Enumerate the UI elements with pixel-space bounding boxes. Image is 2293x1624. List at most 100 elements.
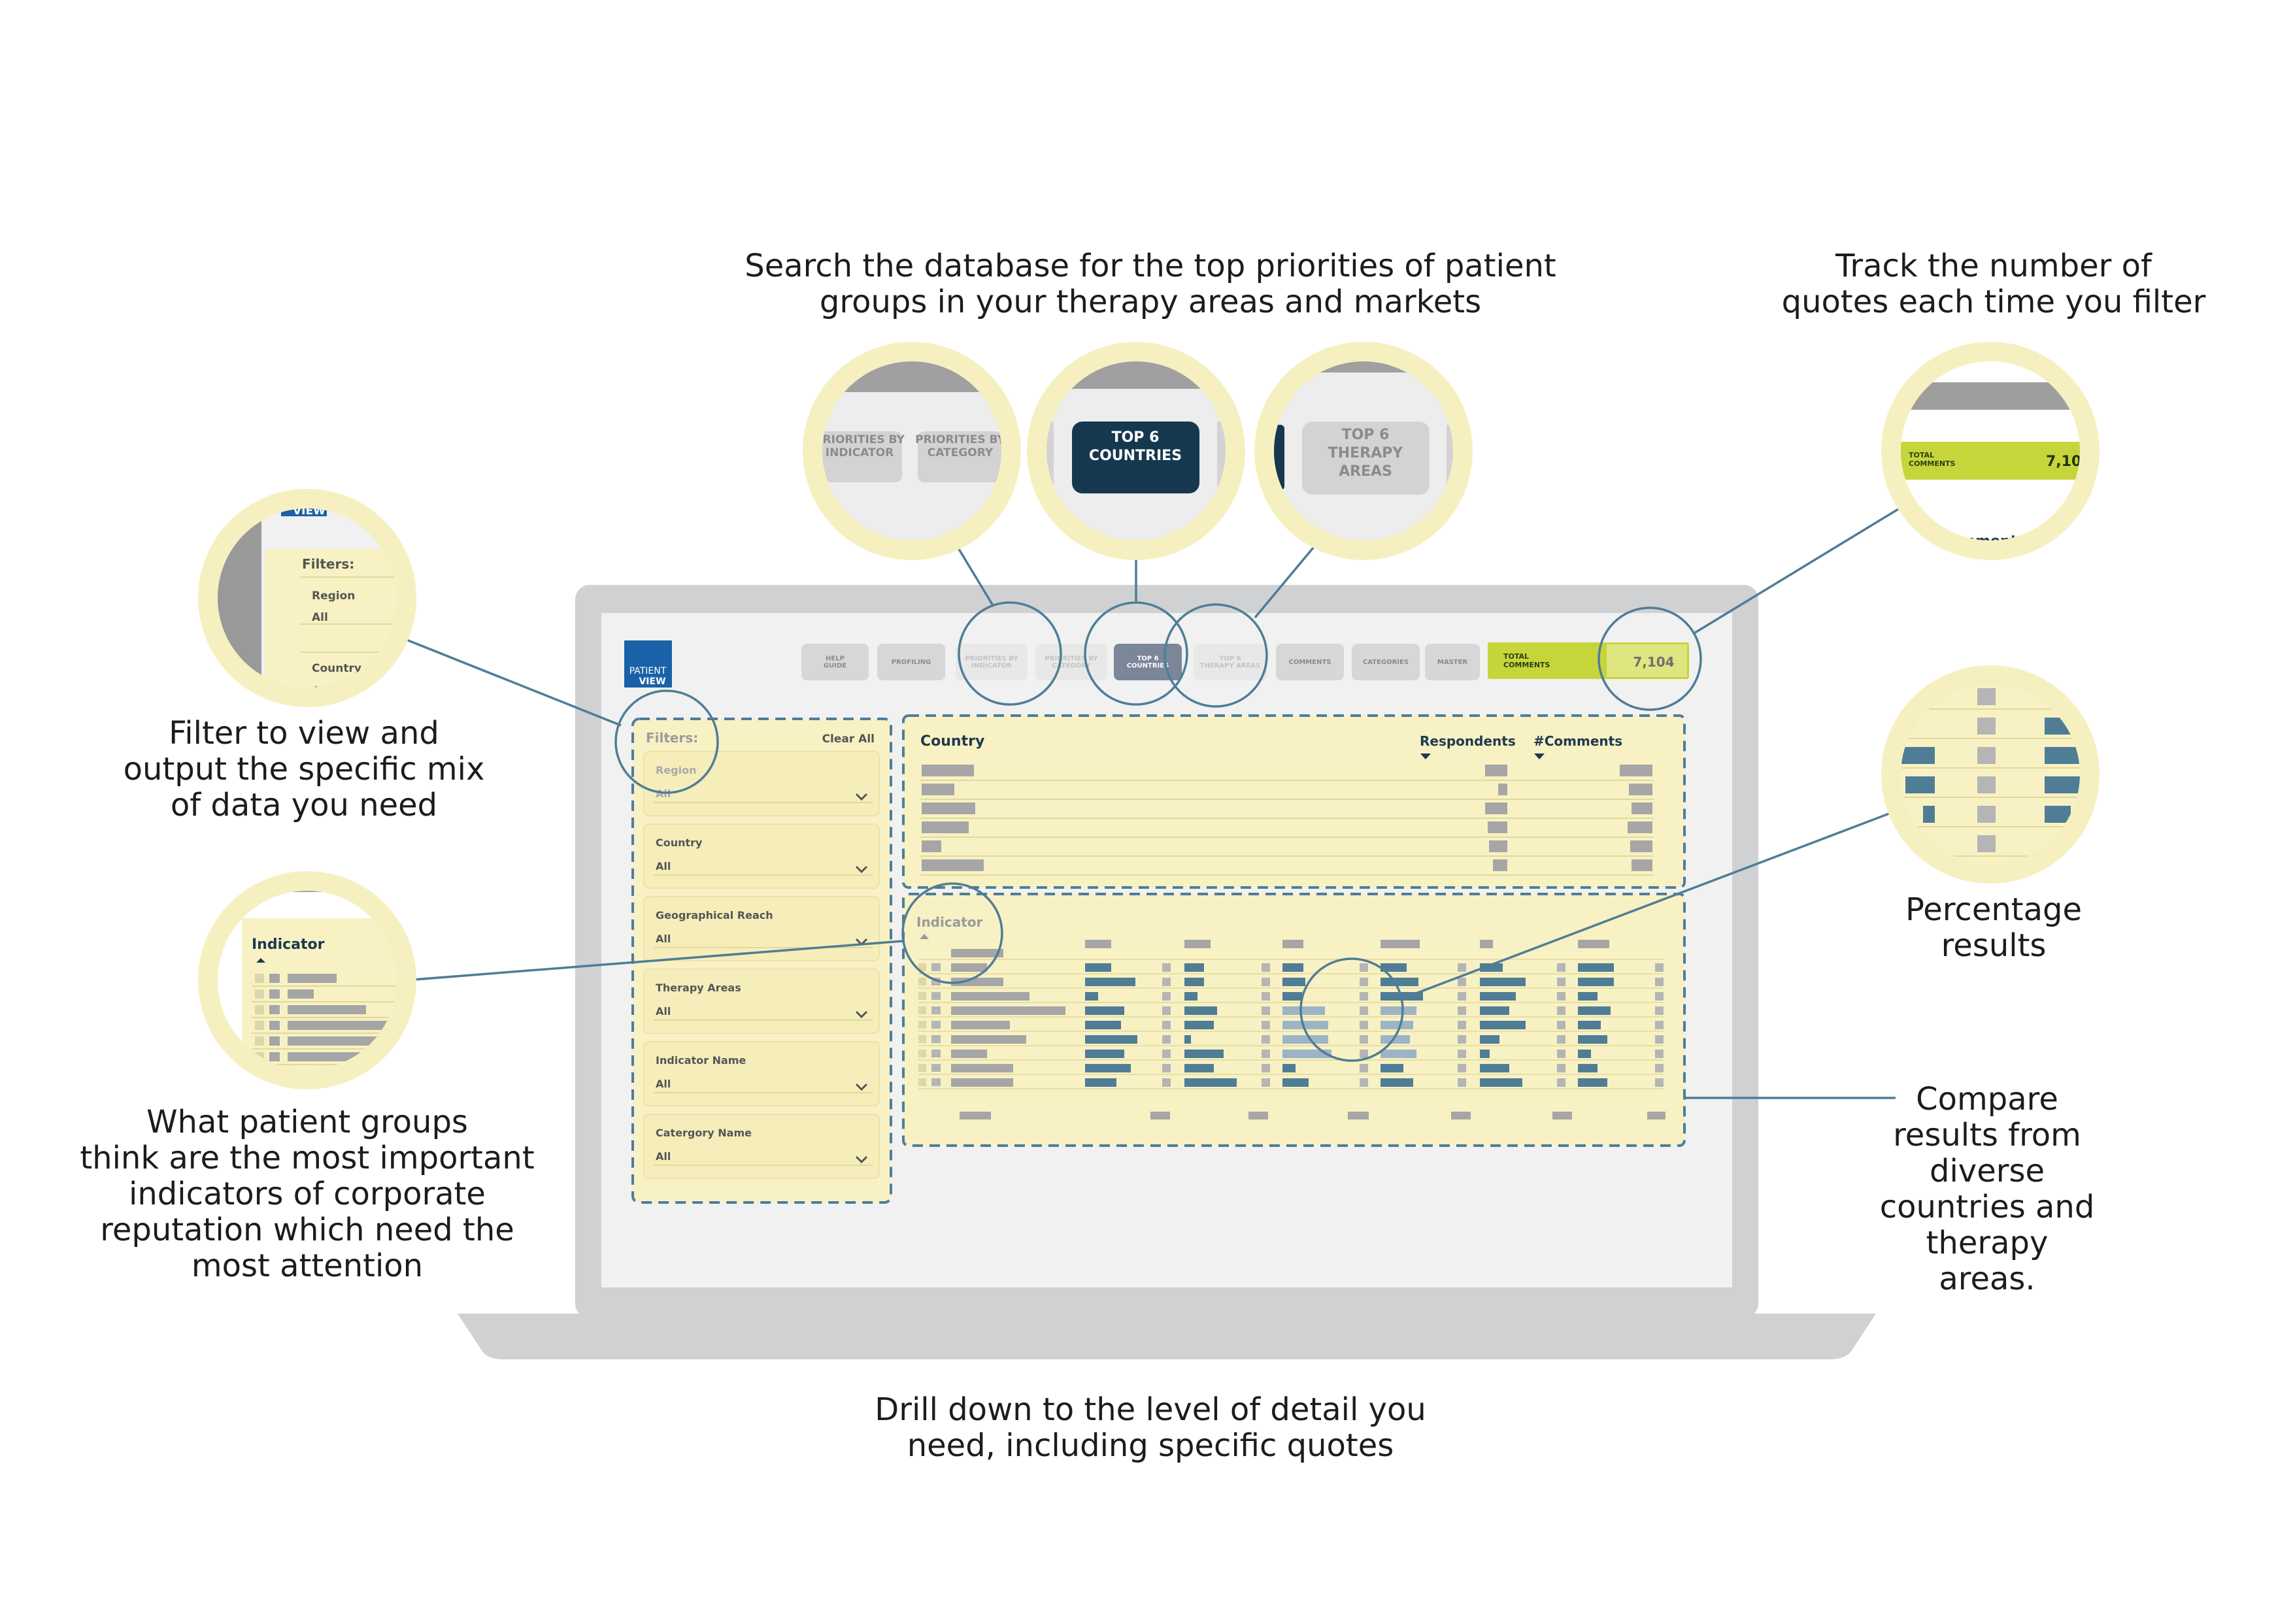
percentage-marker bbox=[1360, 978, 1368, 986]
sort-arrow-icon[interactable] bbox=[256, 958, 265, 963]
indicator-label-bar bbox=[951, 1078, 1013, 1087]
nav-button-master[interactable]: MASTER bbox=[1425, 644, 1480, 680]
laptop-base bbox=[458, 1314, 1876, 1359]
percentage-marker bbox=[1162, 1064, 1171, 1072]
nav-button-bg[interactable] bbox=[1035, 644, 1107, 680]
clear-all-button[interactable]: Clear All bbox=[822, 733, 875, 746]
zoom-nav-btn[interactable] bbox=[1302, 422, 1430, 495]
percentage-marker bbox=[1655, 1050, 1664, 1058]
expand-icon[interactable] bbox=[918, 1006, 926, 1014]
percentage-marker bbox=[1655, 963, 1664, 972]
filter-value[interactable]: All bbox=[656, 1150, 671, 1163]
zoom-nav-btn[interactable] bbox=[817, 431, 902, 482]
highlight-circle bbox=[1163, 603, 1268, 708]
nav-button-bg[interactable] bbox=[877, 644, 945, 680]
nav-button-bg[interactable] bbox=[1352, 644, 1420, 680]
chevron-down-icon[interactable] bbox=[855, 1155, 868, 1164]
nav-button-bg[interactable] bbox=[1194, 644, 1267, 680]
respondents-header[interactable]: Respondents bbox=[1420, 733, 1516, 749]
filter-value[interactable]: All bbox=[656, 1005, 671, 1018]
highlight-circle bbox=[901, 882, 1003, 984]
column-header-bar bbox=[1184, 940, 1211, 948]
expand-icon[interactable] bbox=[255, 1036, 264, 1046]
nav-button-comments[interactable]: COMMENTS bbox=[1276, 644, 1344, 680]
nav-button-categories[interactable]: CATEGORIES bbox=[1352, 644, 1420, 680]
footer-bar bbox=[1150, 1112, 1170, 1119]
filter-value[interactable]: All bbox=[656, 860, 671, 872]
comments-header[interactable]: #Comments bbox=[1533, 733, 1622, 749]
expand-icon[interactable] bbox=[255, 974, 264, 983]
row-icon bbox=[931, 963, 941, 971]
sort-arrow-icon[interactable] bbox=[1534, 754, 1545, 759]
filter-value[interactable]: All bbox=[656, 1078, 671, 1090]
zoom-ring bbox=[1881, 665, 2100, 884]
caption-drill: Drill down to the level of detail you ne… bbox=[875, 1391, 1426, 1464]
percentage-marker bbox=[1262, 992, 1270, 1001]
filter-box[interactable] bbox=[643, 823, 880, 889]
expand-icon[interactable] bbox=[918, 1078, 926, 1086]
percentage-marker bbox=[1162, 992, 1171, 1001]
chevron-down-icon[interactable] bbox=[855, 865, 868, 874]
table-row bbox=[918, 1035, 1664, 1046]
expand-icon[interactable] bbox=[918, 1050, 926, 1057]
row-icon bbox=[931, 1078, 941, 1086]
zoom-filters-title: Filters: bbox=[302, 556, 354, 572]
expand-icon[interactable] bbox=[918, 963, 926, 971]
expand-icon[interactable] bbox=[918, 1064, 926, 1072]
chevron-down-icon[interactable] bbox=[855, 1010, 868, 1019]
zoom-active-nav-btn[interactable] bbox=[1072, 422, 1199, 493]
zoom-nav-btn[interactable] bbox=[918, 431, 1003, 482]
sort-arrow-icon[interactable] bbox=[920, 934, 929, 939]
filter-label: Indicator Name bbox=[656, 1054, 746, 1067]
chevron-down-icon[interactable] bbox=[855, 1083, 868, 1091]
nav-button-bg[interactable] bbox=[801, 644, 869, 680]
expand-icon[interactable] bbox=[918, 992, 926, 1000]
filter-box[interactable] bbox=[643, 751, 880, 816]
percentage-marker bbox=[1262, 1035, 1270, 1044]
filter-box[interactable] bbox=[643, 1041, 880, 1106]
expand-icon[interactable] bbox=[918, 1035, 926, 1043]
filter-box[interactable] bbox=[643, 969, 880, 1034]
expand-icon[interactable] bbox=[255, 1021, 264, 1030]
expand-icon[interactable] bbox=[255, 989, 264, 999]
nav-button-bg[interactable] bbox=[1276, 644, 1344, 680]
connector-line bbox=[1254, 546, 1315, 619]
percentage-marker bbox=[1557, 1064, 1565, 1072]
total-comments-value: 7,104 bbox=[1633, 654, 1674, 670]
zoom-country-label: Country bbox=[312, 662, 361, 675]
sort-arrow-icon[interactable] bbox=[1420, 754, 1431, 759]
filter-value[interactable]: All bbox=[656, 933, 671, 945]
expand-icon[interactable] bbox=[918, 978, 926, 986]
expand-icon[interactable] bbox=[918, 1021, 926, 1029]
filter-box[interactable] bbox=[643, 896, 880, 961]
percentage-bar bbox=[1578, 963, 1614, 972]
filter-box[interactable] bbox=[643, 1114, 880, 1179]
indicator-table: Indicator bbox=[902, 893, 1686, 1147]
percentage-marker bbox=[1655, 1021, 1664, 1029]
percentage-bar bbox=[2045, 806, 2071, 823]
expand-icon[interactable] bbox=[255, 1005, 264, 1014]
percentage-bar bbox=[1282, 978, 1305, 986]
nav-button-bg[interactable] bbox=[956, 644, 1028, 680]
nav-button-profiling[interactable]: PROFILING bbox=[877, 644, 945, 680]
nav-button-bg[interactable] bbox=[1425, 644, 1480, 680]
percentage-bar bbox=[1085, 1078, 1116, 1087]
percentage-bar bbox=[1085, 1035, 1137, 1044]
chevron-down-icon[interactable] bbox=[855, 793, 868, 801]
